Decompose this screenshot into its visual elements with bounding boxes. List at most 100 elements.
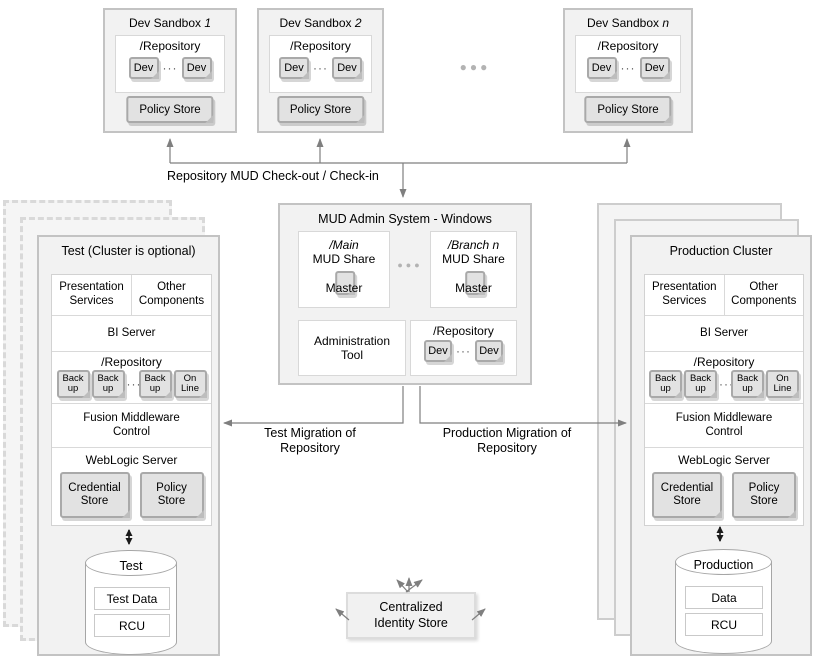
- policy-store-icon: Policy Store: [276, 96, 365, 123]
- identity-fan-arrow-left: [396, 579, 409, 593]
- other-components-cell: Other Components: [731, 281, 797, 307]
- repository-label: /Repository: [597, 39, 659, 53]
- share-path-label: /Main: [329, 238, 359, 252]
- weblogic-label: WebLogic Server: [678, 453, 770, 467]
- repository-label: /Repository: [101, 355, 162, 369]
- repository-label: /Repository: [290, 39, 351, 53]
- repository-cell: /Repository Back up Back up ··· Back up …: [645, 351, 803, 403]
- ellipsis-dots: ···: [126, 377, 142, 392]
- credential-store-icon: Credential Store: [59, 472, 130, 519]
- share-name-label: MUD Share: [442, 252, 505, 266]
- mud-admin-system-panel: MUD Admin System - Windows /Main MUD Sha…: [278, 203, 532, 385]
- dev-document-icon: Dev: [586, 57, 617, 79]
- master-label: Master: [325, 281, 363, 295]
- test-cluster-title: Test (Cluster is optional): [61, 244, 196, 258]
- checkout-checkin-label: Repository MUD Check-out / Check-in: [167, 169, 379, 183]
- dev-document-icon: Dev: [639, 57, 670, 79]
- sandbox-ellipsis-dots: ●●●: [459, 60, 491, 74]
- sandbox-name: Dev Sandbox: [586, 16, 659, 30]
- production-cluster-title: Production Cluster: [669, 244, 773, 258]
- repository-label: /Repository: [693, 355, 755, 369]
- bi-server-cell: BI Server: [645, 315, 803, 351]
- ellipsis-dots: ···: [456, 344, 471, 358]
- dev-sandbox-1-panel: Dev Sandbox 1 /Repository Dev ··· Dev Po…: [103, 8, 237, 133]
- master-label: Master: [455, 281, 492, 295]
- cylinder-top: [675, 549, 772, 575]
- policy-store-icon: Policy Store: [732, 472, 796, 519]
- share-ellipsis-dots: ●●●: [397, 260, 423, 270]
- repository-box: /Repository Dev ··· Dev: [269, 35, 372, 93]
- sandbox-name: Dev Sandbox: [279, 16, 352, 30]
- repository-box: /Repository Dev ··· Dev: [115, 35, 225, 93]
- repository-box: /Repository Dev ··· Dev: [575, 35, 681, 93]
- backup-document-icon: Back up: [649, 370, 682, 399]
- identity-fan-arrow-right: [405, 579, 423, 593]
- repository-label: /Repository: [139, 39, 201, 53]
- test-cluster-table: Presentation Services Other Components B…: [51, 274, 212, 526]
- database-name: Test: [119, 559, 143, 573]
- data-box: Data: [685, 586, 763, 609]
- administration-tool-box: Administration Tool: [298, 320, 406, 376]
- test-database-cylinder: Test Test Data RCU: [85, 550, 177, 655]
- bi-server-cell: BI Server: [52, 315, 211, 351]
- ellipsis-dots: ···: [162, 61, 178, 75]
- dev-document-icon: Dev: [181, 57, 212, 79]
- rcu-box: RCU: [94, 614, 170, 637]
- presentation-services-cell: Presentation Services: [645, 275, 725, 315]
- presentation-services-cell: Presentation Services: [52, 275, 132, 315]
- ellipsis-dots: ···: [719, 377, 734, 392]
- weblogic-cell: WebLogic Server Credential Store Policy …: [52, 447, 211, 525]
- dev-sandbox-n-title: Dev Sandbox n: [565, 16, 691, 30]
- online-document-icon: On Line: [766, 370, 799, 399]
- dev-sandbox-2-title: Dev Sandbox 2: [259, 16, 382, 30]
- sandbox-suffix: n: [662, 16, 670, 30]
- backup-document-icon: Back up: [731, 370, 764, 399]
- branch-mud-share-box: /Branch n MUD Share Master: [430, 231, 517, 308]
- weblogic-label: WebLogic Server: [85, 453, 178, 467]
- online-document-icon: On Line: [173, 370, 207, 399]
- test-data-box: Test Data: [94, 587, 170, 610]
- production-migration-label: Production Migration of Repository: [442, 426, 572, 456]
- arrow-test-migration: [223, 386, 404, 427]
- dev-document-icon: Dev: [424, 340, 452, 362]
- fusion-middleware-cell: Fusion Middleware Control: [645, 403, 803, 447]
- centralized-identity-store-box: Centralized Identity Store: [346, 592, 476, 639]
- ellipsis-dots: ···: [620, 61, 636, 75]
- policy-store-icon: Policy Store: [584, 96, 673, 123]
- backup-document-icon: Back up: [684, 370, 717, 399]
- master-document-icon: [335, 271, 356, 295]
- dev-sandbox-1-title: Dev Sandbox 1: [105, 16, 235, 30]
- test-migration-label: Test Migration of Repository: [264, 426, 356, 456]
- backup-document-icon: Back up: [138, 370, 172, 399]
- share-name-label: MUD Share: [312, 252, 376, 266]
- dev-document-icon: Dev: [128, 57, 159, 79]
- rcu-box: RCU: [685, 613, 763, 636]
- dev-sandbox-n-panel: Dev Sandbox n /Repository Dev ··· Dev Po…: [563, 8, 693, 133]
- weblogic-cell: WebLogic Server Credential Store Policy …: [645, 447, 803, 525]
- dev-document-icon: Dev: [475, 340, 503, 362]
- database-name: Production: [693, 558, 754, 572]
- backup-document-icon: Back up: [91, 370, 125, 399]
- dev-document-icon: Dev: [279, 57, 309, 79]
- fusion-middleware-cell: Fusion Middleware Control: [52, 403, 211, 447]
- ellipsis-dots: ···: [313, 61, 328, 75]
- sandbox-name: Dev Sandbox: [128, 16, 201, 30]
- cylinder-top: [85, 550, 177, 576]
- dev-document-icon: Dev: [332, 57, 362, 79]
- production-database-cylinder: Production Data RCU: [675, 549, 772, 654]
- repository-cell: /Repository Back up Back up ··· Back up …: [52, 351, 211, 403]
- dev-sandbox-2-panel: Dev Sandbox 2 /Repository Dev ··· Dev Po…: [257, 8, 384, 133]
- main-mud-share-box: /Main MUD Share Master: [298, 231, 390, 308]
- repository-label: /Repository: [433, 324, 494, 338]
- sandbox-suffix: 2: [354, 16, 362, 30]
- backup-document-icon: Back up: [56, 370, 90, 399]
- admin-repository-box: /Repository Dev ··· Dev: [410, 320, 517, 376]
- sandbox-suffix: 1: [204, 16, 212, 30]
- mud-admin-title: MUD Admin System - Windows: [318, 212, 492, 226]
- arrow-production-migration: [419, 386, 627, 427]
- share-path-label: /Branch n: [447, 238, 500, 252]
- master-document-icon: [464, 271, 485, 295]
- policy-store-icon: Policy Store: [139, 472, 204, 519]
- credential-store-icon: Credential Store: [652, 472, 722, 519]
